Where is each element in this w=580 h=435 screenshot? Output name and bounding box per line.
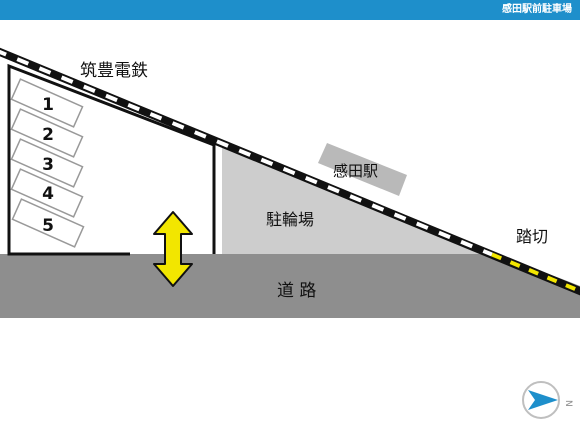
header-bar: 感田駅前駐車場: [0, 0, 580, 20]
railway-track: [0, 47, 580, 296]
parking-lot-boundary: [7, 63, 216, 256]
parking-slot: [10, 108, 84, 158]
parking-slots: 1 2 3 4 5: [10, 78, 85, 248]
north-arrow-icon: [528, 390, 558, 410]
parking-slot: [10, 78, 84, 128]
parking-slot-number: 2: [42, 125, 54, 145]
entrance-arrow-icon: [153, 211, 193, 287]
parking-slot: [11, 198, 85, 248]
parking-slot-number: 1: [42, 95, 54, 115]
railway-label: 筑豊電鉄: [80, 61, 148, 81]
page-title: 感田駅前駐車場: [502, 4, 572, 15]
parking-slot-number: 4: [42, 184, 54, 204]
compass-north-letter: N: [563, 400, 573, 407]
road-label: 道 路: [277, 281, 316, 301]
station-building: [318, 143, 407, 196]
compass: N: [522, 381, 573, 419]
bicycle-parking-label: 駐輪場: [266, 210, 314, 229]
parking-slot: [10, 138, 84, 188]
road: [0, 254, 580, 318]
parking-slot-number: 5: [42, 216, 54, 236]
parking-slot: [10, 168, 84, 218]
crossing-label: 踏切: [516, 227, 548, 246]
parking-slot-number: 3: [42, 155, 54, 175]
station-label: 感田駅: [333, 162, 378, 180]
